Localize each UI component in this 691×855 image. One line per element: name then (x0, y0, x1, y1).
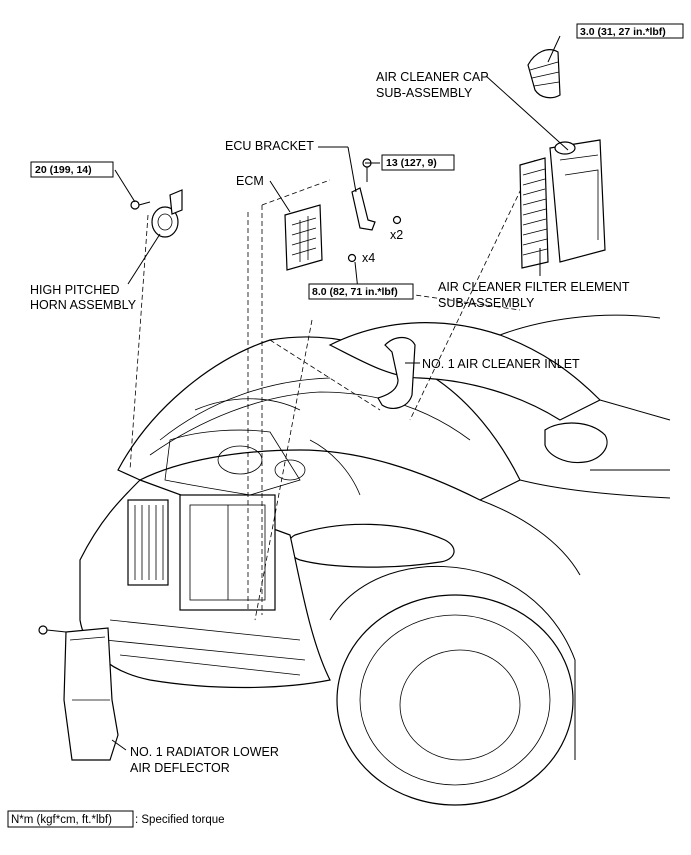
filter-label-1: AIR CLEANER FILTER ELEMENT (438, 280, 630, 294)
deflector-label-2: AIR DEFLECTOR (130, 761, 230, 775)
air-cleaner-cap-label-2: SUB-ASSEMBLY (376, 86, 473, 100)
vehicle-front-illustration (79, 314, 671, 806)
legend-text: : Specified torque (135, 814, 225, 826)
filter-label-2: SUB-ASSEMBLY (438, 296, 535, 310)
inlet-label: NO. 1 AIR CLEANER INLET (422, 357, 580, 371)
ecm-label: ECM (236, 174, 264, 188)
radiator-lower-air-deflector (38, 625, 119, 761)
legend-unit: N*m (kgf*cm, ft.*lbf) (11, 814, 112, 826)
torque-ecu-bracket: 13 (127, 9) (386, 157, 437, 169)
torque-horn: 20 (199, 14) (35, 164, 92, 176)
horn-label-1: HIGH PITCHED (30, 283, 120, 297)
torque-cap-clamp: 3.0 (31, 27 in.*lbf) (580, 26, 666, 38)
ecm-unit (284, 204, 357, 271)
legend-unit-box (7, 810, 134, 828)
torque-ecm: 8.0 (82, 71 in.*lbf) (312, 286, 398, 298)
torque-box-cap-clamp (576, 23, 684, 39)
high-pitched-horn (130, 189, 183, 238)
torque-box-ecm (308, 283, 414, 300)
ecm-bolt-qty: x4 (362, 251, 375, 265)
deflector-label-1: NO. 1 RADIATOR LOWER (130, 745, 279, 759)
horn-label-2: HORN ASSEMBLY (30, 298, 137, 312)
air-cleaner-assembly (519, 49, 606, 269)
air-cleaner-cap-label-1: AIR CLEANER CAP (376, 70, 489, 84)
ecu-bracket-label: ECU BRACKET (225, 139, 314, 153)
torque-box-horn (30, 161, 114, 178)
leader-lines (111, 35, 569, 751)
torque-box-ecu-bracket (381, 154, 455, 171)
air-cleaner-inlet (377, 336, 416, 409)
bracket-bolt-qty: x2 (390, 228, 403, 242)
